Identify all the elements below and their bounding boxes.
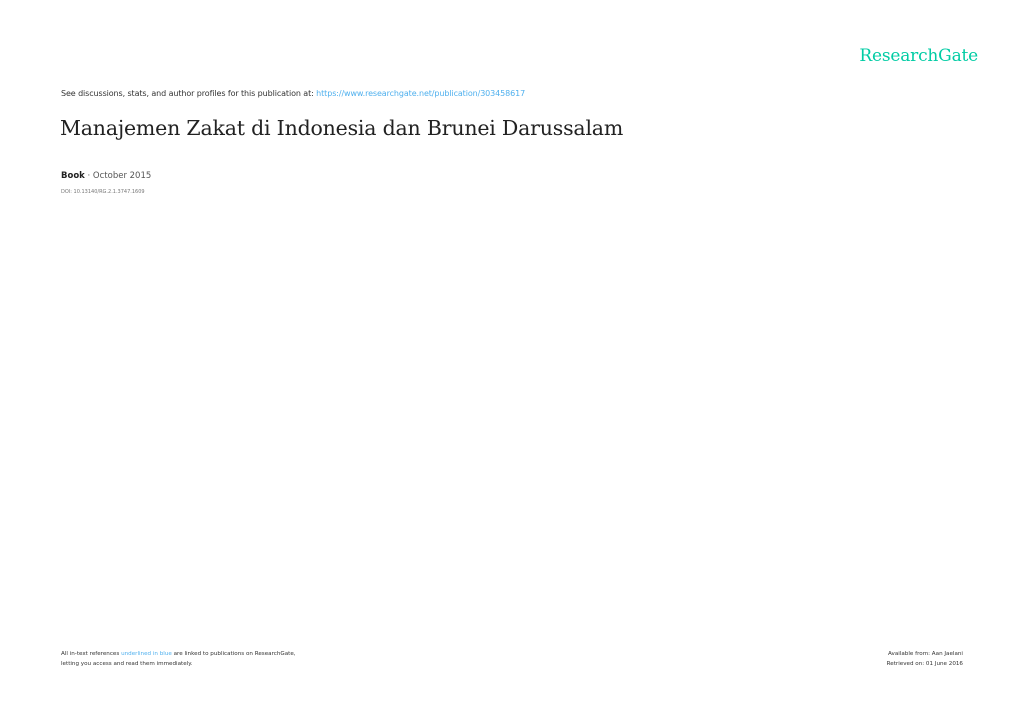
doi: DOI: 10.13140/RG.2.1.3747.1609	[61, 189, 145, 195]
availability-info: Available from: Aan Jaelani Retrieved on…	[887, 649, 963, 669]
references-text-3: letting you access and read them immedia…	[61, 661, 193, 667]
publication-meta: Book · October 2015	[61, 171, 151, 181]
references-notice: All in-text references underlined in blu…	[61, 649, 296, 669]
meta-separator: ·	[84, 171, 93, 181]
retrieved-on: Retrieved on: 01 June 2016	[886, 661, 963, 667]
references-link-example: underlined in blue	[121, 651, 172, 657]
discussion-notice-text: See discussions, stats, and author profi…	[61, 89, 317, 98]
publication-type: Book	[61, 171, 85, 181]
publication-link[interactable]: https://www.researchgate.net/publication…	[316, 89, 526, 98]
references-text-2: are linked to publications on ResearchGa…	[171, 651, 296, 657]
references-text-1: All in-text references	[61, 651, 122, 657]
available-from: Available from: Aan Jaelani	[888, 651, 963, 657]
publication-title: Manajemen Zakat di Indonesia dan Brunei …	[60, 116, 624, 140]
publication-date: October 2015	[92, 171, 152, 181]
discussion-notice: See discussions, stats, and author profi…	[61, 89, 525, 98]
researchgate-logo[interactable]: ResearchGate	[859, 46, 978, 66]
